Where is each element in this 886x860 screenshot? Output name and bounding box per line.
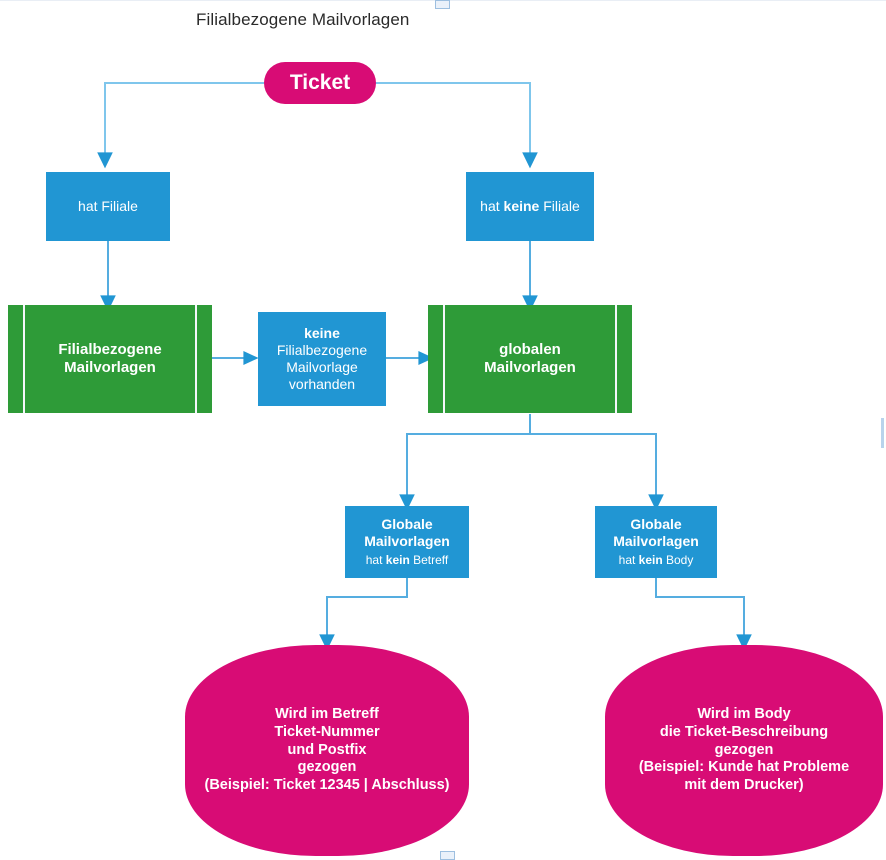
node-wird-im-betreff[interactable]: Wird im Betreff Ticket-Nummer und Postfi… (185, 645, 469, 856)
node-hat-keine-filiale-label: hat keine Filiale (466, 198, 594, 215)
betreff-out-line2: Ticket-Nummer (274, 723, 380, 740)
kein-body-sub-pre: hat (618, 552, 639, 567)
keine-vorlage-line1: keine (304, 324, 340, 341)
betreff-out-line3: und Postfix (287, 741, 367, 758)
keine-filiale-pre: hat (480, 197, 504, 214)
node-ticket[interactable]: Ticket (264, 62, 376, 104)
filial-mv-line2: Mailvorlagen (64, 359, 156, 376)
body-out-line4: (Beispiel: Kunde hat Probleme (638, 759, 850, 776)
node-hat-filiale[interactable]: hat Filiale (46, 172, 170, 241)
kein-body-line2: Mailvorlagen (613, 533, 699, 550)
kein-betreff-sub-bold: kein (385, 552, 410, 567)
node-filialbezogene-mailvorlagen-label: Filialbezogene Mailvorlagen (8, 341, 212, 378)
betreff-out-line5: (Beispiel: Ticket 12345 | Abschluss) (204, 777, 450, 794)
right-edge-marker (881, 418, 884, 448)
kein-betreff-sub-post: Betreff (409, 552, 449, 567)
kein-body-line1: Globale (630, 516, 682, 533)
keine-vorlage-line4: vorhanden (288, 376, 356, 393)
node-kein-betreff-label: Globale Mailvorlagen hat kein Betreff (345, 516, 469, 567)
keine-vorlage-line3: Mailvorlage (286, 359, 358, 375)
node-globalen-mailvorlagen[interactable]: globalen Mailvorlagen (428, 305, 632, 413)
node-keine-vorlage-vorhanden[interactable]: keine Filialbezogene Mailvorlage vorhand… (258, 312, 386, 406)
keine-vorlage-line2: Filialbezogene (276, 341, 368, 358)
node-filialbezogene-mailvorlagen[interactable]: Filialbezogene Mailvorlagen (8, 305, 212, 413)
kein-body-sub-bold: kein (638, 552, 663, 567)
node-keine-vorlage-label: keine Filialbezogene Mailvorlage vorhand… (258, 325, 386, 393)
node-wird-im-body-label: Wird im Body die Ticket-Beschreibung gez… (605, 706, 883, 794)
kein-betreff-line1: Globale (381, 516, 433, 533)
node-globale-mailvorlagen-kein-body[interactable]: Globale Mailvorlagen hat kein Body (595, 506, 717, 578)
node-globalen-mailvorlagen-label: globalen Mailvorlagen (428, 341, 632, 378)
node-wird-im-body[interactable]: Wird im Body die Ticket-Beschreibung gez… (605, 645, 883, 856)
body-out-line2: die Ticket-Beschreibung (659, 723, 829, 740)
node-hat-keine-filiale[interactable]: hat keine Filiale (466, 172, 594, 241)
body-out-line1: Wird im Body (697, 706, 791, 723)
kein-betreff-line2: Mailvorlagen (364, 533, 450, 550)
page-title: Filialbezogene Mailvorlagen (196, 10, 410, 29)
node-wird-im-betreff-label: Wird im Betreff Ticket-Nummer und Postfi… (185, 706, 469, 794)
betreff-out-line1: Wird im Betreff (275, 706, 379, 723)
body-out-line3: gezogen (714, 741, 774, 758)
kein-body-sub-post: Body (662, 552, 694, 567)
node-ticket-label: Ticket (289, 71, 351, 95)
global-mv-line1: globalen (499, 340, 561, 358)
betreff-out-line4: gezogen (297, 759, 357, 776)
filial-mv-line1: Filialbezogene (58, 340, 162, 358)
kein-betreff-sub-pre: hat (365, 552, 386, 567)
node-globale-mailvorlagen-kein-betreff[interactable]: Globale Mailvorlagen hat kein Betreff (345, 506, 469, 578)
keine-filiale-post: Filiale (539, 197, 580, 214)
selection-handle-top[interactable] (435, 0, 450, 9)
global-mv-line2: Mailvorlagen (484, 359, 576, 376)
body-out-line5: mit dem Drucker) (684, 777, 804, 794)
node-hat-filiale-label: hat Filiale (78, 197, 138, 214)
node-kein-body-label: Globale Mailvorlagen hat kein Body (595, 516, 717, 567)
keine-filiale-bold: keine (503, 197, 540, 214)
